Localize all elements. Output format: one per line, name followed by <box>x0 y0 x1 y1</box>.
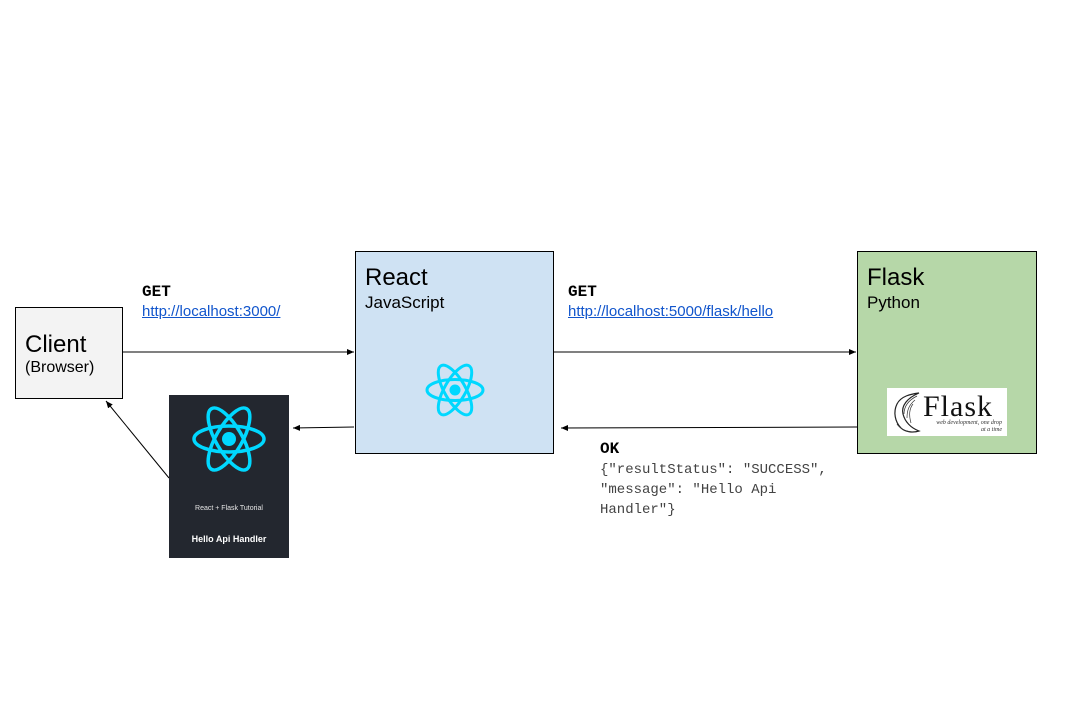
request-method: GET <box>568 283 597 301</box>
react-title: React <box>365 264 428 291</box>
request-label-client-react: GET http://localhost:3000/ <box>142 283 280 320</box>
arrow-flask-to-react <box>560 424 858 431</box>
response-status: OK <box>600 440 620 458</box>
client-title: Client <box>25 331 87 358</box>
flask-logo-word: Flask <box>923 390 994 423</box>
card-subtitle: React + Flask Tutorial <box>195 505 263 512</box>
arrow-card-to-client <box>105 400 170 479</box>
client-node: Client (Browser) <box>15 307 123 399</box>
flask-subtitle: Python <box>867 293 920 312</box>
response-body: {"resultStatus": "SUCCESS", "message": "… <box>600 462 827 518</box>
tutorial-card: React + Flask Tutorial Hello Api Handler <box>169 395 289 558</box>
react-node: React JavaScript <box>355 251 554 454</box>
react-subtitle: JavaScript <box>365 293 445 312</box>
request-method: GET <box>142 283 171 301</box>
client-subtitle: (Browser) <box>25 359 95 376</box>
flask-title: Flask <box>867 264 925 291</box>
react-logo-icon <box>425 363 485 417</box>
card-title: Hello Api Handler <box>191 534 267 544</box>
flask-horn-icon <box>894 392 921 433</box>
request-url-link[interactable]: http://localhost:3000/ <box>142 303 281 320</box>
react-logo-icon <box>192 406 266 472</box>
request-url-link[interactable]: http://localhost:5000/flask/hello <box>568 303 774 320</box>
flask-logo-tagline: web development, one drop at a time <box>936 420 1002 433</box>
flask-logo-icon: Flask web development, one drop at a tim… <box>887 388 1007 436</box>
response-label-flask-react: OK {"resultStatus": "SUCCESS", "message"… <box>600 440 827 520</box>
arrow-react-to-card <box>292 424 355 431</box>
request-label-react-flask: GET http://localhost:5000/flask/hello <box>568 283 773 320</box>
flask-node: Flask Python Flask web development, one … <box>857 251 1037 454</box>
